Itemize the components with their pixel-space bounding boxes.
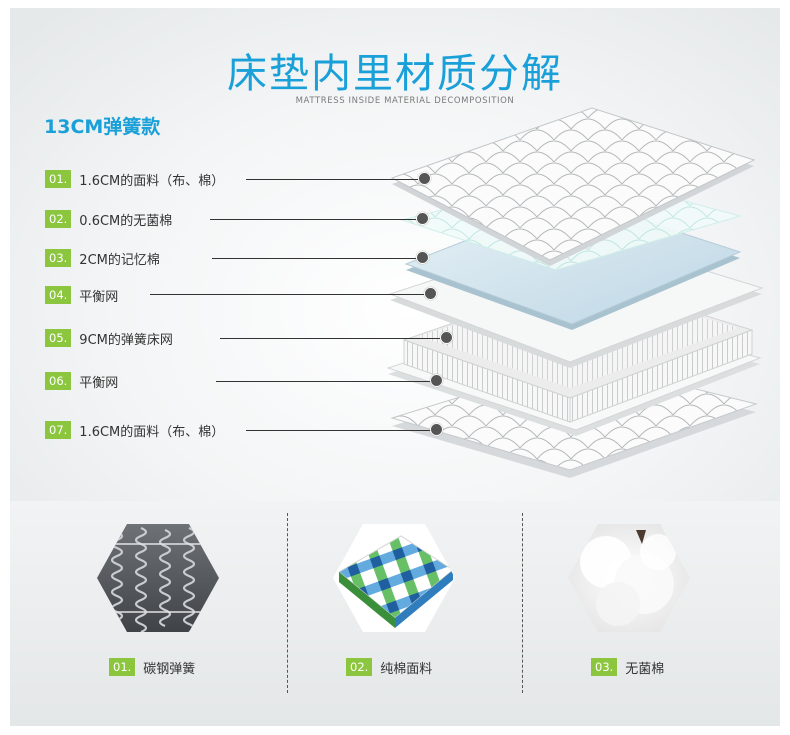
feature-number-badge: 01. xyxy=(109,658,136,676)
layer-label: 平衡网 xyxy=(79,375,119,391)
layer-marker-dot xyxy=(430,423,443,436)
layer-marker-dot xyxy=(424,287,437,300)
layer-label: 0.6CM的无菌棉 xyxy=(79,213,173,229)
layer-top-fabric xyxy=(390,107,756,266)
leader-line xyxy=(216,381,438,383)
leader-line xyxy=(220,338,448,340)
feature-number-badge: 02. xyxy=(346,658,373,676)
layer-item-6: 06. 平衡网 xyxy=(45,372,119,391)
layer-label: 1.6CM的面料（布、棉） xyxy=(79,173,225,189)
dashed-divider xyxy=(287,513,288,693)
layer-marker-dot xyxy=(430,374,443,387)
layer-number-badge: 06. xyxy=(45,372,72,390)
layer-label: 平衡网 xyxy=(79,289,119,305)
layer-label: 9CM的弹簧床网 xyxy=(79,332,173,348)
layer-number-badge: 03. xyxy=(45,249,72,267)
layer-number-badge: 04. xyxy=(45,286,72,304)
feature-item-2: 02. 纯棉面料 xyxy=(346,657,432,677)
leader-line xyxy=(212,258,424,260)
mattress-layers-illustration xyxy=(386,107,764,478)
feature-item-3: 03. 无菌棉 xyxy=(591,657,664,677)
dashed-divider xyxy=(522,513,523,693)
layer-marker-dot xyxy=(416,251,429,264)
feature-label: 无菌棉 xyxy=(625,661,665,677)
layer-item-5: 05. 9CM的弹簧床网 xyxy=(45,329,173,348)
page-title: 床垫内里材质分解 xyxy=(227,51,563,97)
layer-number-badge: 02. xyxy=(45,210,72,228)
page-subtitle: MATTRESS INSIDE MATERIAL DECOMPOSITION xyxy=(295,96,515,106)
cotton-fabric-photo xyxy=(331,522,457,634)
layer-item-2: 02. 0.6CM的无菌棉 xyxy=(45,210,173,229)
sterile-cotton-photo xyxy=(566,522,692,634)
feature-number-badge: 03. xyxy=(591,658,618,676)
layer-item-1: 01. 1.6CM的面料（布、棉） xyxy=(45,170,225,189)
layer-marker-dot xyxy=(416,212,429,225)
layer-number-badge: 01. xyxy=(45,170,72,188)
layer-label: 1.6CM的面料（布、棉） xyxy=(79,424,225,440)
layer-item-4: 04. 平衡网 xyxy=(45,286,119,305)
layer-label: 2CM的记忆棉 xyxy=(79,252,160,268)
leader-line xyxy=(210,219,424,221)
layer-item-7: 07. 1.6CM的面料（布、棉） xyxy=(45,421,225,440)
layer-number-badge: 05. xyxy=(45,329,72,347)
steel-spring-photo xyxy=(95,522,221,634)
infographic-canvas: 床垫内里材质分解 MATTRESS INSIDE MATERIAL DECOMP… xyxy=(10,8,780,726)
layer-marker-dot xyxy=(440,331,453,344)
layer-marker-dot xyxy=(418,172,431,185)
leader-line xyxy=(150,294,430,296)
feature-label: 碳钢弹簧 xyxy=(143,661,196,677)
feature-label: 纯棉面料 xyxy=(380,661,433,677)
layer-item-3: 03. 2CM的记忆棉 xyxy=(45,249,160,268)
leader-line xyxy=(246,179,426,181)
layer-number-badge: 07. xyxy=(45,421,72,439)
feature-item-1: 01. 碳钢弹簧 xyxy=(109,657,195,677)
leader-line xyxy=(246,430,438,432)
model-label: 13CM弹簧款 xyxy=(44,116,161,138)
